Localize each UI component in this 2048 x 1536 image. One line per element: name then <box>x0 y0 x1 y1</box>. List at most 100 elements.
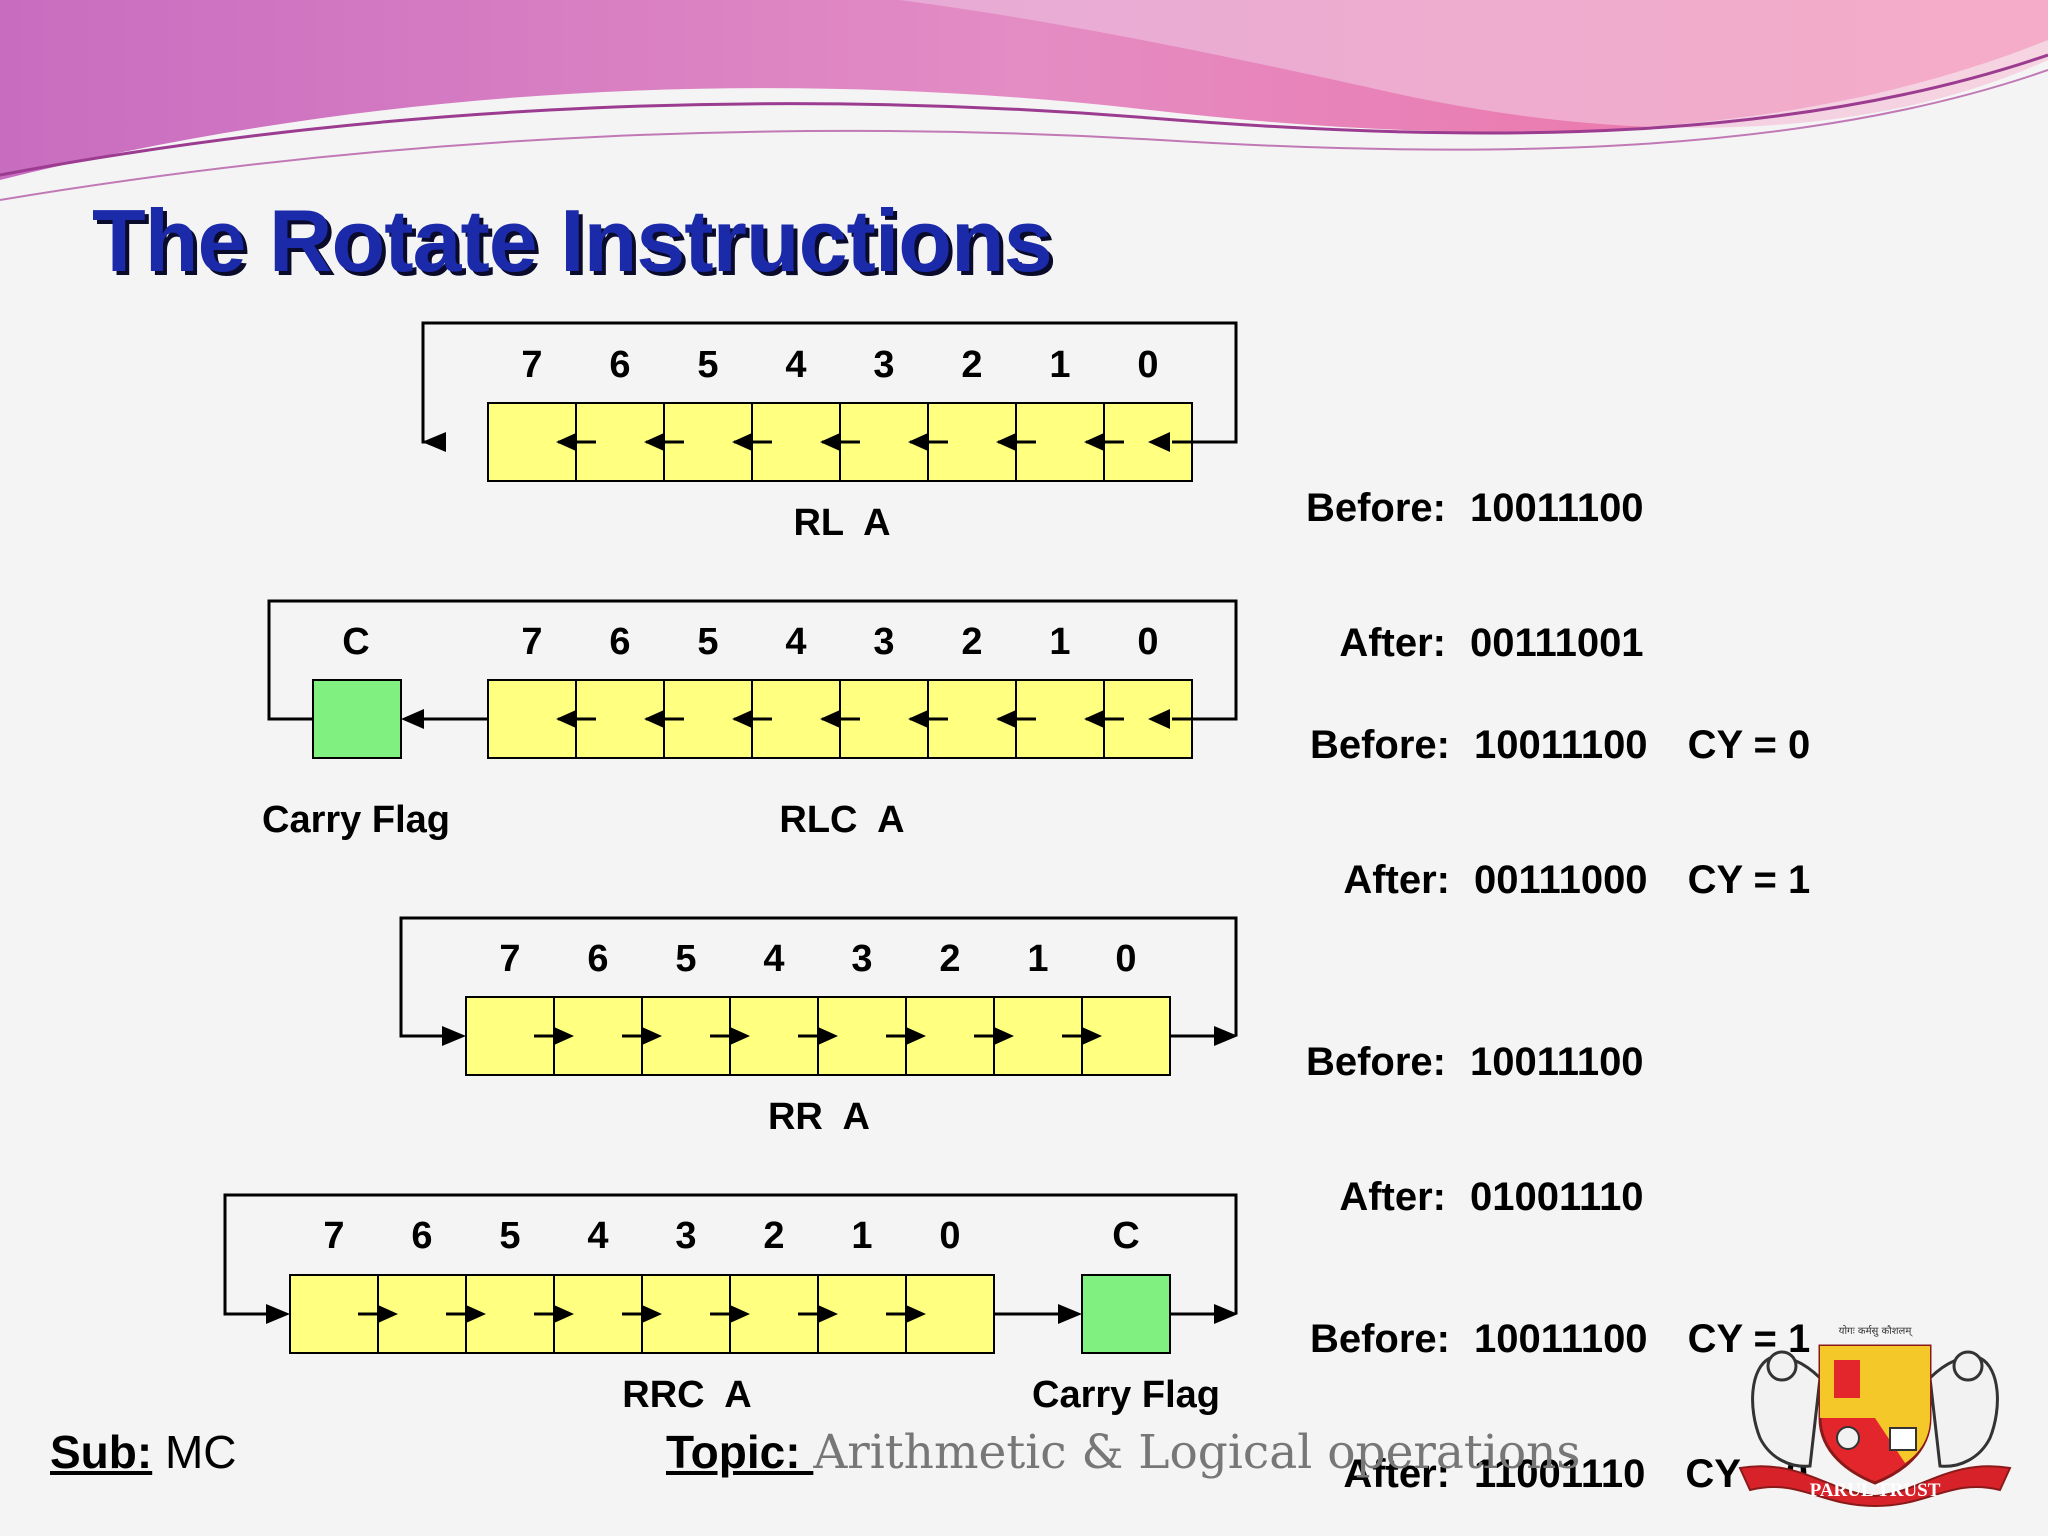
logo-ribbon-text: PARUL TRUST <box>1810 1480 1941 1501</box>
bit-labels: 7 6 5 4 3 2 1 0 <box>323 1215 960 1257</box>
after-value: 01001110 <box>1470 1175 1644 1219</box>
bit-label: 1 <box>1027 938 1048 980</box>
bit-label: 7 <box>521 344 542 386</box>
bit-label: 6 <box>609 621 630 663</box>
arrow-right-icon <box>554 1027 574 1045</box>
bit-label: 2 <box>961 621 982 663</box>
before-label: Before: <box>1309 723 1450 767</box>
cy-before: CY = 1 <box>1687 1317 1811 1361</box>
bit-label: 5 <box>697 621 718 663</box>
rotate-feedback-wire <box>223 1193 1238 1316</box>
slide-title: The Rotate Instructions <box>92 191 1053 290</box>
logo-motto: योगः कर्मसु कौशलम् <box>1839 1325 1914 1337</box>
arrow-right-icon <box>1082 1027 1102 1045</box>
bit-label: 5 <box>499 1215 520 1257</box>
diagram-rlc: C 7 6 5 4 3 2 1 0 <box>262 599 1238 841</box>
bit-label: 1 <box>1049 621 1070 663</box>
arrow-left-icon <box>996 710 1016 728</box>
arrow-right-icon <box>466 1305 486 1323</box>
after-value: 11001110 <box>1474 1452 1646 1496</box>
instruction-label: RLC A <box>779 799 904 841</box>
arrow-left-icon <box>1084 433 1104 451</box>
bit-labels: 7 6 5 4 3 2 1 0 <box>499 938 1136 980</box>
arrow-left-icon <box>422 432 446 452</box>
arrow-right-icon <box>994 1027 1014 1045</box>
before-value: 10011100 <box>1470 486 1644 530</box>
after-value: 00111001 <box>1470 621 1644 665</box>
arrow-right-icon <box>442 1026 466 1046</box>
bit-label: 7 <box>323 1215 344 1257</box>
before-label: Before: <box>1305 486 1446 530</box>
arrow-right-icon <box>1214 1026 1238 1046</box>
bit-label: 2 <box>939 938 960 980</box>
arrow-right-icon <box>266 1304 290 1324</box>
arrow-right-icon <box>730 1027 750 1045</box>
arrow-left-icon <box>556 710 576 728</box>
cy-after: CY = 1 <box>1687 858 1811 902</box>
arrow-left-icon <box>401 709 424 729</box>
bit-label: 6 <box>609 344 630 386</box>
cy-before: CY = 0 <box>1687 723 1811 767</box>
topic-value: Arithmetic & Logical operations <box>813 1425 1581 1480</box>
parul-trust-crest-icon: योगः कर्मसु कौशलम् PARUL TRUST <box>1738 1325 2012 1508</box>
bit-labels: 7 6 5 4 3 2 1 0 <box>521 621 1158 663</box>
arrow-left-icon <box>644 433 664 451</box>
carry-flag-caption: Carry Flag <box>1032 1374 1220 1416</box>
subject-label: Sub: <box>50 1426 153 1478</box>
shift-arrows <box>534 1027 1102 1045</box>
carry-flag-cell <box>1081 1274 1171 1354</box>
arrow-right-icon <box>1058 1304 1082 1324</box>
arrow-right-icon <box>818 1027 838 1045</box>
bit-label: 6 <box>411 1215 432 1257</box>
after-label: After: <box>1339 1175 1446 1219</box>
bit-label: 7 <box>499 938 520 980</box>
diagram-rl: 7 6 5 4 3 2 1 0 <box>421 321 1238 544</box>
carry-bit-label: C <box>342 621 369 663</box>
arrow-left-icon <box>732 710 752 728</box>
bit-label: 3 <box>873 621 894 663</box>
after-label: After: <box>1339 621 1446 665</box>
bit-label: 3 <box>851 938 872 980</box>
note-rl: Before: 10011100 After: 00111001 <box>1296 396 1644 756</box>
bit-label: 1 <box>851 1215 872 1257</box>
bit-label: 0 <box>1137 344 1158 386</box>
shift-arrows <box>556 432 1192 452</box>
arrow-left-icon <box>908 433 928 451</box>
shift-arrows <box>556 709 1192 729</box>
after-label: After: <box>1343 1452 1450 1496</box>
bit-label: 0 <box>1115 938 1136 980</box>
footer-topic: Topic: Arithmetic & Logical operations <box>666 1425 1581 1480</box>
bit-label: 4 <box>763 938 784 980</box>
bit-label: 0 <box>1137 621 1158 663</box>
arrow-left-icon <box>820 433 840 451</box>
bit-label: 4 <box>785 621 806 663</box>
arrow-right-icon <box>554 1305 574 1323</box>
bit-label: 4 <box>587 1215 608 1257</box>
arrow-left-icon <box>644 710 664 728</box>
topic-label: Topic: <box>666 1426 814 1478</box>
after-label: After: <box>1343 858 1450 902</box>
arrow-right-icon <box>906 1305 926 1323</box>
bit-label: 3 <box>873 344 894 386</box>
rotate-feedback-wire <box>267 599 1238 721</box>
arrow-left-icon <box>820 710 840 728</box>
before-value: 10011100 <box>1474 1317 1648 1361</box>
bit-label: 2 <box>961 344 982 386</box>
bit-label: 4 <box>785 344 806 386</box>
bit-label: 2 <box>763 1215 784 1257</box>
instruction-label: RRC A <box>622 1374 751 1416</box>
bit-label: 0 <box>939 1215 960 1257</box>
arrow-right-icon <box>1214 1304 1238 1324</box>
before-label: Before: <box>1305 1040 1446 1084</box>
footer-subject: Sub: MC <box>50 1425 237 1479</box>
shift-arrows <box>358 1305 926 1323</box>
header-wave-decoration <box>0 0 2048 201</box>
rotate-feedback-wire <box>399 916 1238 1038</box>
after-value: 00111000 <box>1474 858 1648 902</box>
arrow-right-icon <box>642 1305 662 1323</box>
bit-label: 5 <box>675 938 696 980</box>
instruction-label: RL A <box>793 502 890 544</box>
